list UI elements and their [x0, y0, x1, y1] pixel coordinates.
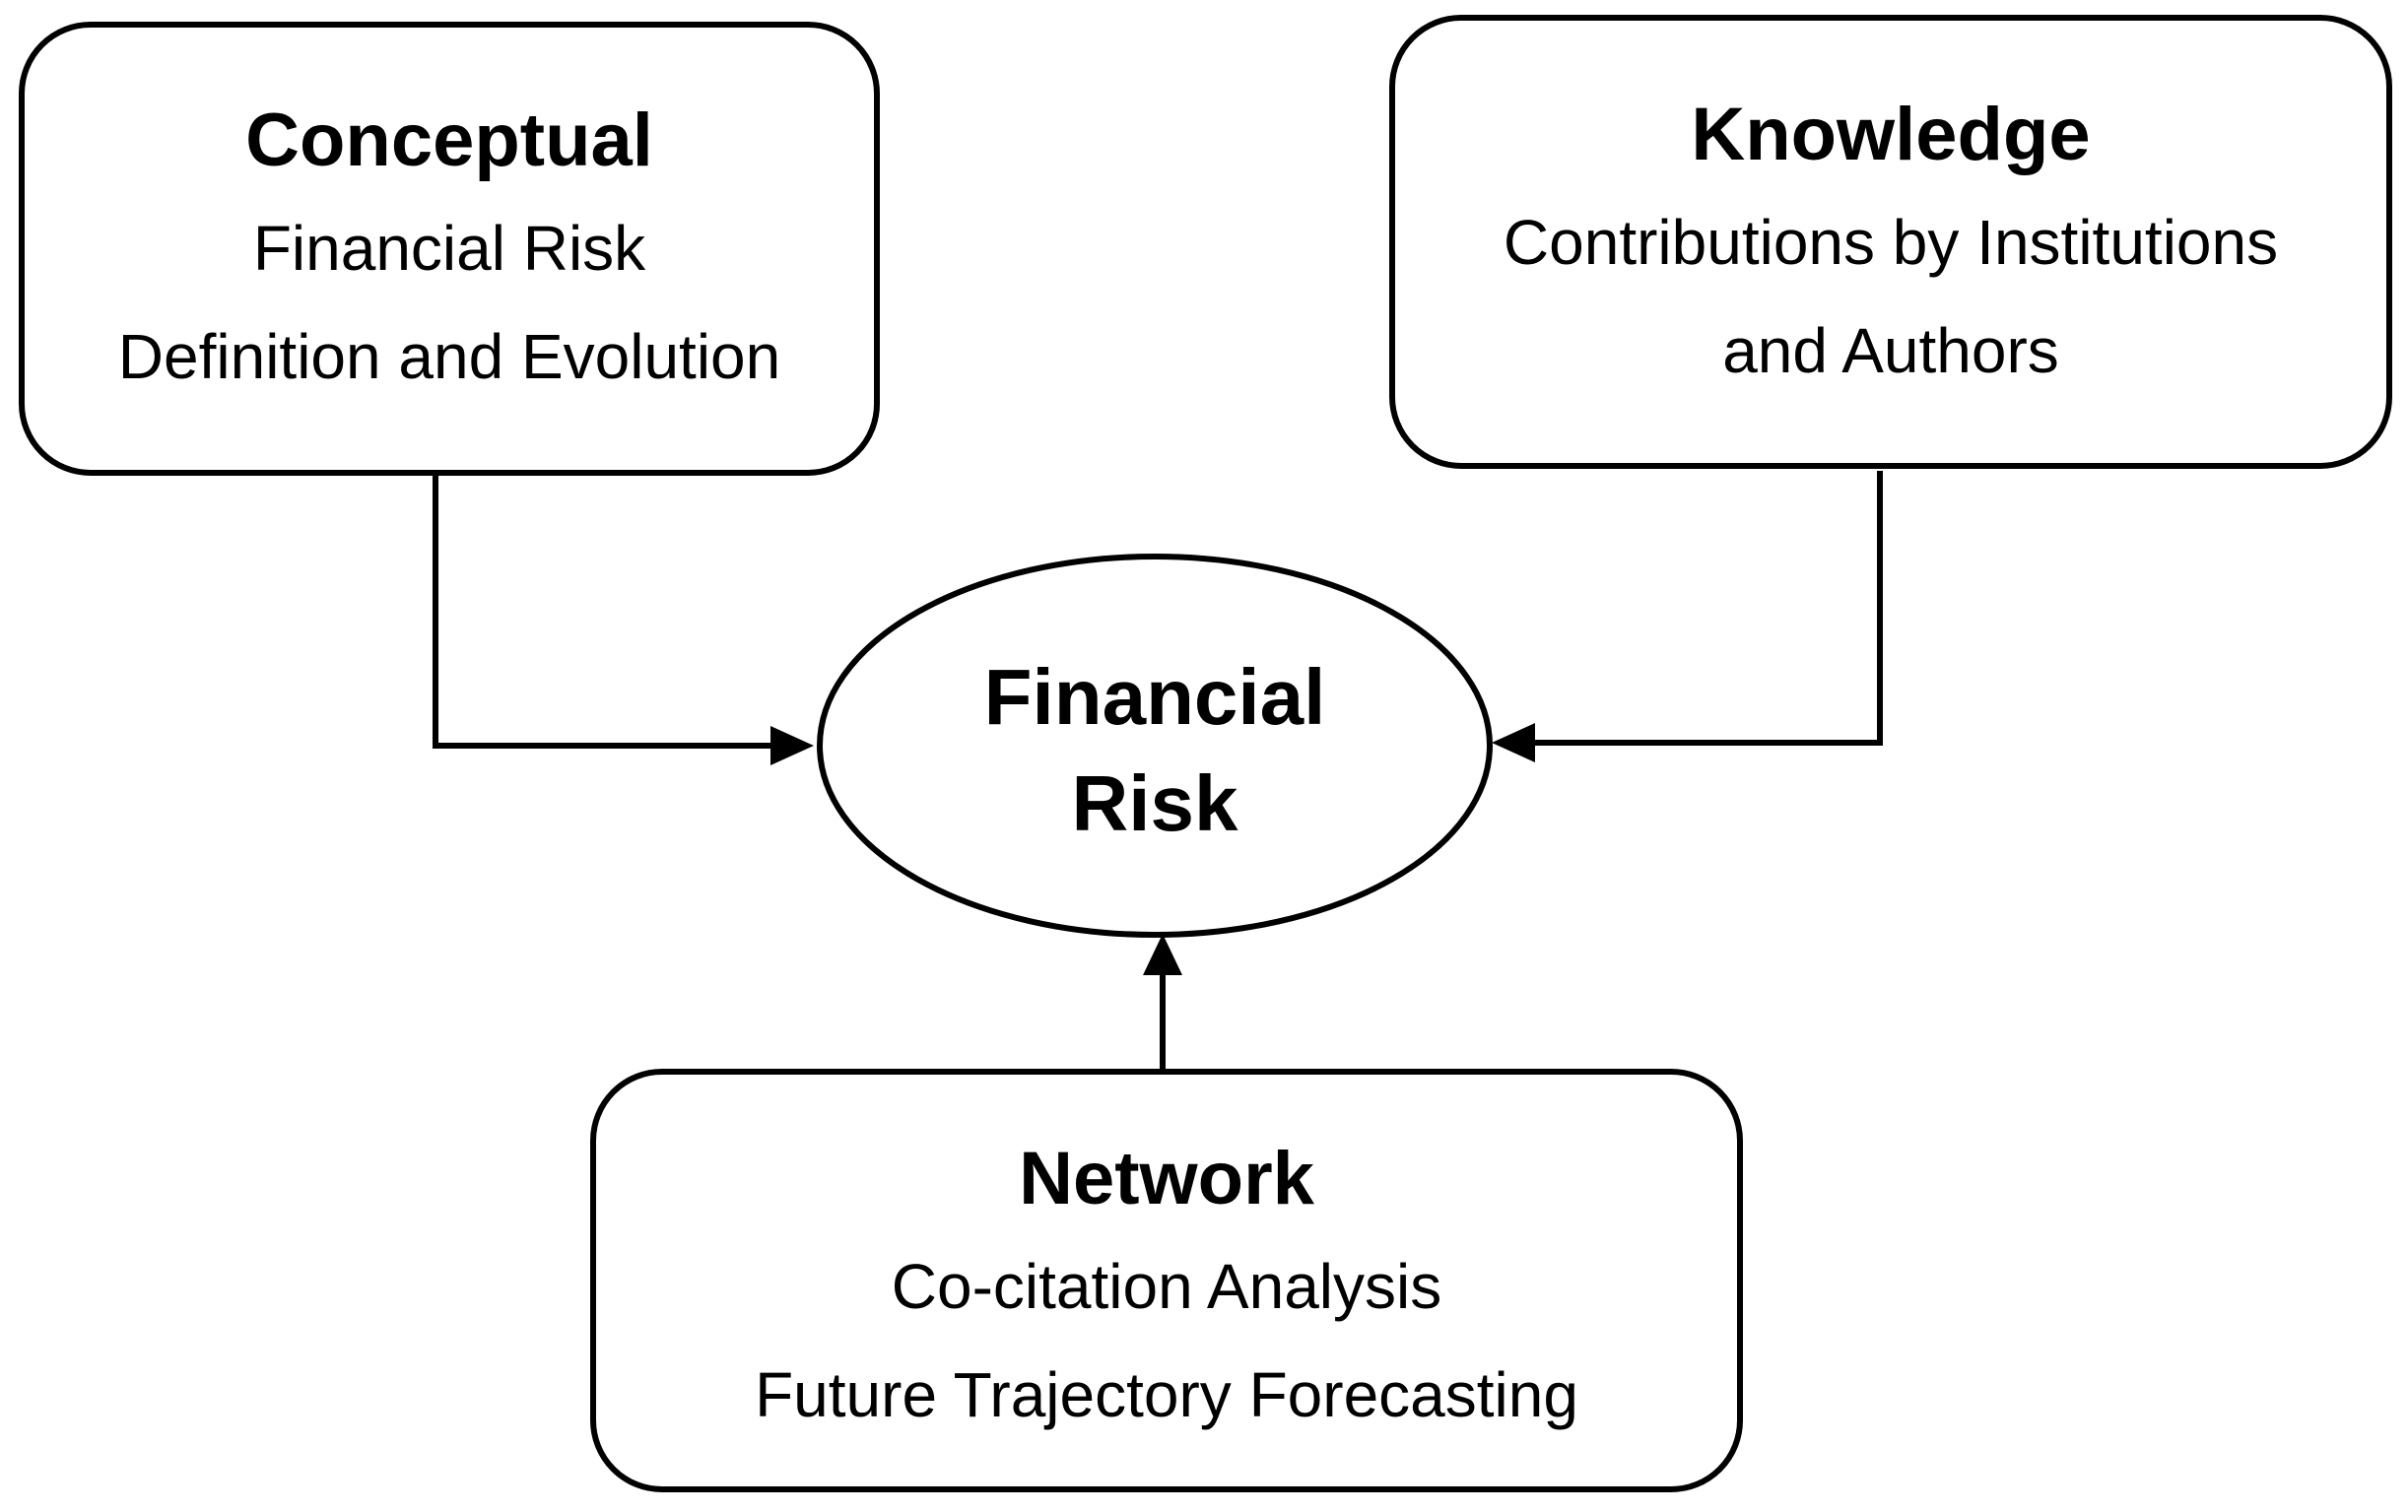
network-box: Network Co-citation Analysis Future Traj… [590, 1069, 1743, 1492]
conceptual-line-2: Definition and Evolution [118, 321, 780, 392]
network-title: Network [1019, 1137, 1315, 1220]
conceptual-title: Conceptual [245, 99, 653, 182]
arrow-knowledge-to-center [1535, 471, 1883, 746]
knowledge-line-2: and Authors [1722, 315, 2059, 386]
center-node: Financial Risk [817, 554, 1493, 938]
center-title-line-1: Financial [984, 653, 1326, 741]
arrowhead-knowledge [1492, 723, 1535, 762]
knowledge-box-frame [1389, 15, 2392, 469]
knowledge-box: Knowledge Contributions by Institutions … [1389, 15, 2392, 469]
center-title-line-2: Risk [1072, 759, 1238, 847]
network-line-1: Co-citation Analysis [892, 1251, 1441, 1322]
conceptual-box: Conceptual Financial Risk Definition and… [19, 22, 880, 476]
connectors [433, 471, 1883, 1070]
arrow-conceptual-to-center [433, 475, 770, 749]
knowledge-title: Knowledge [1691, 93, 2090, 176]
network-box-frame [590, 1069, 1743, 1492]
conceptual-box-frame [19, 22, 880, 476]
conceptual-line-1: Financial Risk [253, 213, 646, 284]
network-line-2: Future Trajectory Forecasting [755, 1359, 1578, 1430]
arrowhead-conceptual [770, 726, 814, 765]
center-ellipse [817, 554, 1493, 938]
arrowhead-network [1143, 934, 1182, 975]
knowledge-line-1: Contributions by Institutions [1504, 207, 2278, 278]
